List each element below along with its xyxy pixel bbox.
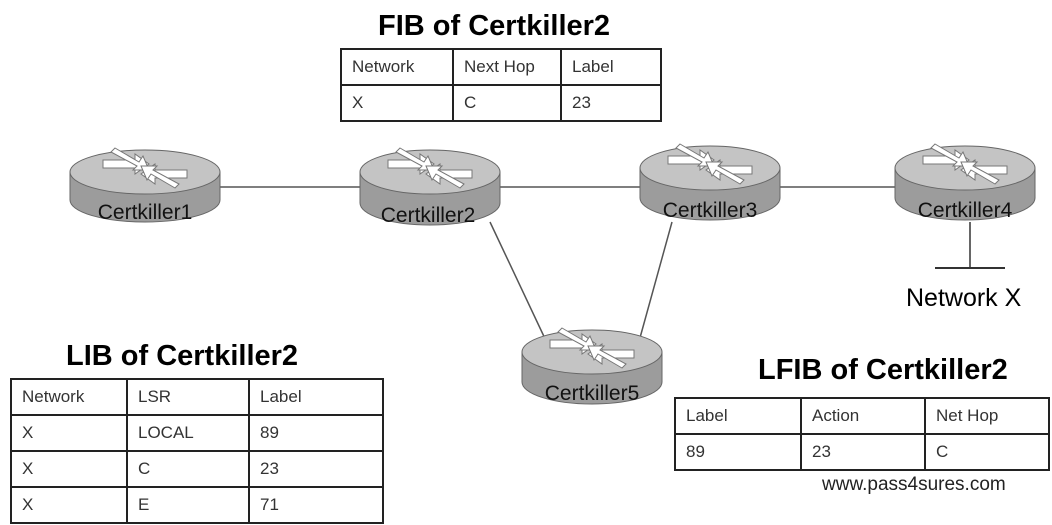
table-cell: LOCAL	[126, 414, 250, 452]
link-certkiller2-certkiller5	[489, 221, 549, 346]
router-certkiller2[interactable]: Certkiller2	[359, 147, 501, 227]
link-certkiller3-certkiller5	[637, 221, 673, 346]
lib-title: LIB of Certkiller2	[66, 340, 299, 372]
table-header-cell: Label	[674, 397, 802, 435]
table-cell: 23	[560, 84, 662, 122]
table-cell: 89	[248, 414, 384, 452]
table-cell: X	[10, 450, 128, 488]
table-header-cell: Label	[560, 48, 662, 86]
table-row: Network Next Hop Label	[340, 48, 662, 86]
table-cell: C	[924, 433, 1050, 471]
table-cell: 71	[248, 486, 384, 524]
table-row: X C 23	[340, 84, 662, 122]
fib-table: Network Next Hop Label X C 23	[340, 48, 662, 122]
table-cell: X	[340, 84, 454, 122]
table-cell: C	[126, 450, 250, 488]
router-label-certkiller3: Certkiller3	[663, 199, 758, 222]
router-certkiller3[interactable]: Certkiller3	[639, 143, 781, 222]
table-row: 89 23 C	[674, 433, 1050, 471]
table-header-cell: LSR	[126, 378, 250, 416]
router-label-certkiller4: Certkiller4	[918, 199, 1013, 222]
links	[220, 186, 1005, 346]
lfib-title: LFIB of Certkiller2	[758, 354, 1008, 386]
table-cell: X	[10, 414, 128, 452]
table-cell: 23	[800, 433, 926, 471]
network-x-label: Network X	[906, 284, 1022, 312]
table-row: Network LSR Label	[10, 378, 384, 416]
router-label-certkiller2: Certkiller2	[381, 204, 476, 227]
router-label-certkiller5: Certkiller5	[545, 382, 640, 405]
table-header-cell: Next Hop	[452, 48, 562, 86]
table-cell: 23	[248, 450, 384, 488]
table-row: Label Action Net Hop	[674, 397, 1050, 435]
table-header-cell: Action	[800, 397, 926, 435]
router-certkiller4[interactable]: Certkiller4	[894, 143, 1036, 222]
router-certkiller5[interactable]: Certkiller5	[521, 327, 663, 405]
router-certkiller1[interactable]: Certkiller1	[69, 147, 221, 224]
table-cell: 89	[674, 433, 802, 471]
lfib-table: Label Action Net Hop 89 23 C	[674, 397, 1050, 471]
lib-table: Network LSR Label X LOCAL 89 X C 23 X E …	[10, 378, 384, 524]
table-row: X LOCAL 89	[10, 414, 384, 452]
table-header-cell: Net Hop	[924, 397, 1050, 435]
router-label-certkiller1: Certkiller1	[98, 201, 193, 224]
table-header-cell: Network	[10, 378, 128, 416]
table-cell: X	[10, 486, 128, 524]
table-row: X E 71	[10, 486, 384, 524]
table-row: X C 23	[10, 450, 384, 488]
table-cell: C	[452, 84, 562, 122]
table-header-cell: Network	[340, 48, 454, 86]
watermark: www.pass4sures.com	[822, 474, 1006, 495]
fib-title: FIB of Certkiller2	[378, 10, 611, 42]
table-header-cell: Label	[248, 378, 384, 416]
table-cell: E	[126, 486, 250, 524]
